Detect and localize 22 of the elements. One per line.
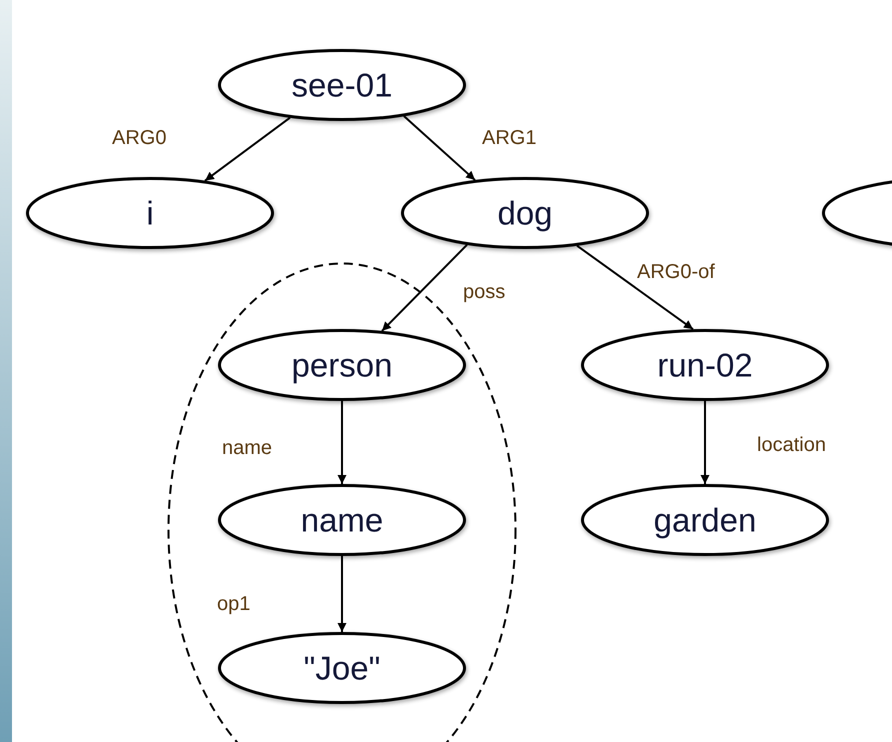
edge-label: ARG0-of (637, 262, 715, 282)
arrow (700, 401, 710, 484)
node-label: i (146, 196, 154, 230)
arrow (338, 401, 346, 484)
node-label: "Joe" (304, 652, 380, 684)
edge-label: ARG0 (112, 128, 166, 148)
arrow (381, 244, 468, 332)
node-label: person (292, 348, 392, 382)
edge-label: op1 (217, 594, 250, 614)
arrow (403, 115, 476, 181)
edge-label: location (757, 435, 826, 455)
node-label: dog (497, 196, 553, 230)
arrow (338, 556, 346, 632)
arrow (576, 244, 694, 330)
node-label: name (300, 504, 384, 536)
edge-label: poss (463, 282, 506, 302)
edge-label: name (222, 438, 272, 458)
node-label: run-02 (657, 348, 753, 382)
node-label: see-01 (292, 68, 392, 102)
arrow (204, 116, 291, 182)
edge-label: ARG1 (482, 128, 536, 148)
node-label: garden (654, 504, 756, 536)
